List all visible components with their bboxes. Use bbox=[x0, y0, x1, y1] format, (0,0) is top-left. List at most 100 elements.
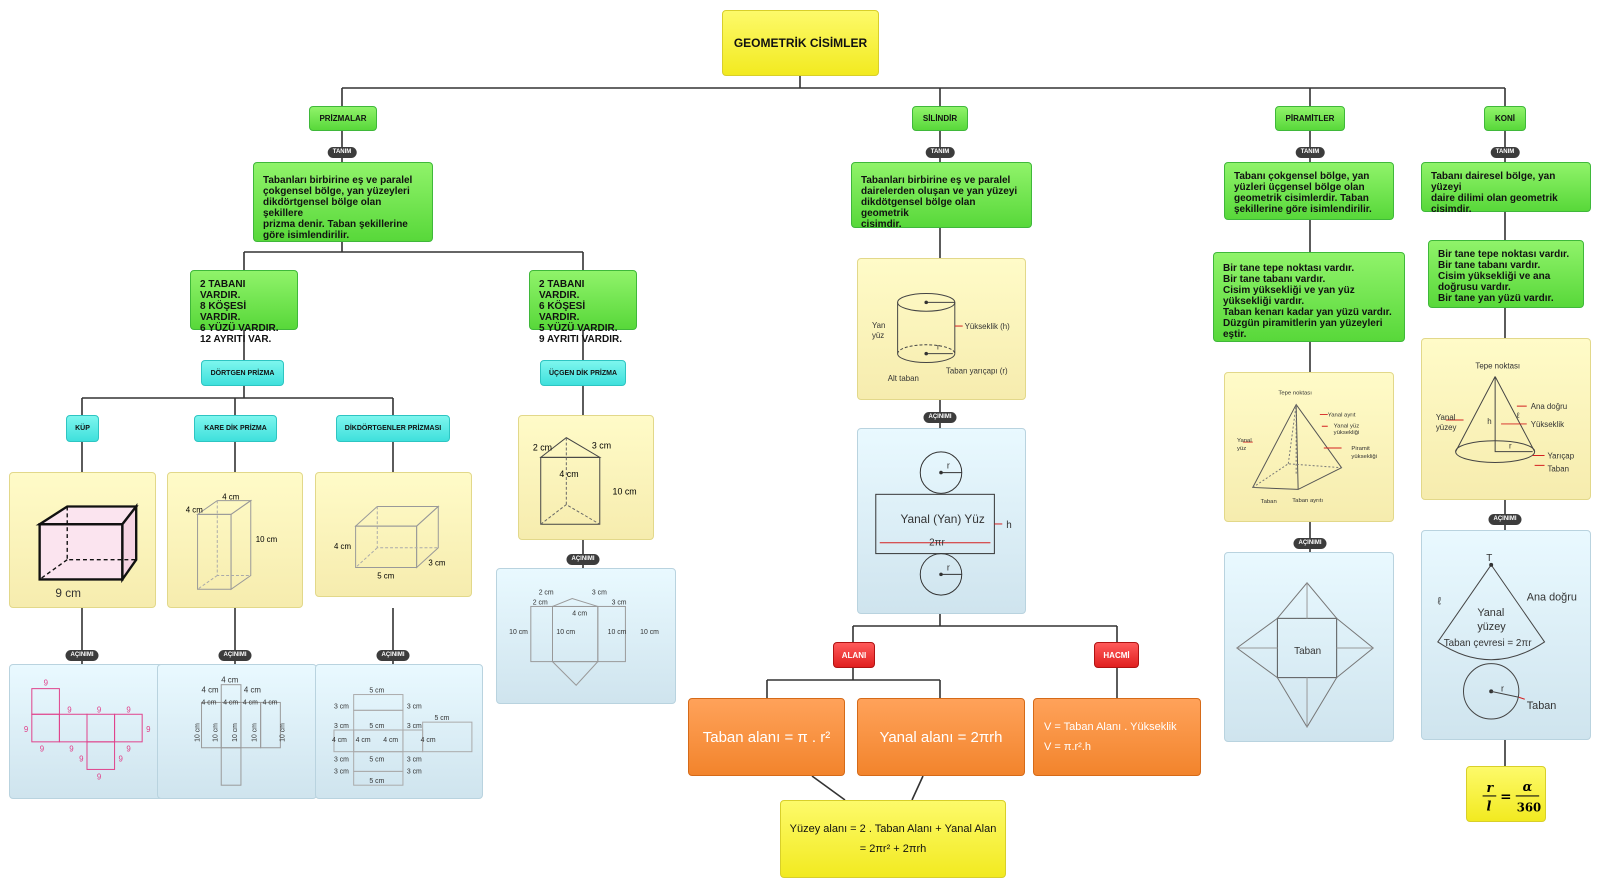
kup-net-label: 9 bbox=[126, 705, 130, 714]
koni-net-yuzey: yüzey bbox=[1477, 621, 1506, 633]
ucgen-prizma-node[interactable]: ÜÇGEN DİK PRİZMA bbox=[540, 360, 626, 386]
ratio-alpha: α bbox=[1523, 779, 1533, 794]
ucgen-net-label: 2 cm bbox=[533, 599, 548, 606]
piramitler-definition[interactable]: Tabanı çokgensel bölge, yan yüzleri üçge… bbox=[1224, 162, 1394, 220]
kup-net-label: 9 bbox=[126, 745, 130, 754]
kup-net-label: 9 bbox=[97, 772, 101, 781]
kare-net-top: 4 cm bbox=[221, 676, 239, 685]
dik-net-label: 5 cm bbox=[369, 688, 384, 695]
definition-line: prizma denir. Taban şekillerine bbox=[263, 219, 408, 230]
tanim-tag-piramitler: TANIM bbox=[1295, 147, 1325, 158]
kup-node[interactable]: KÜP bbox=[66, 415, 99, 442]
svg-text:=: = bbox=[1500, 789, 1511, 805]
dik-net-label: 5 cm bbox=[369, 778, 384, 785]
koni-net-t: T bbox=[1486, 553, 1492, 564]
branch-piramitler[interactable]: PİRAMİTLER bbox=[1275, 106, 1345, 131]
property-line: Bir tane tepe noktası vardır. bbox=[1438, 249, 1570, 260]
kup-net-label: 9 bbox=[67, 705, 71, 714]
ucgen-net-label: 4 cm bbox=[572, 610, 587, 617]
hacmi-label: HACMİ bbox=[1103, 650, 1130, 660]
koni-properties[interactable]: Bir tane tepe noktası vardır. Bir tane t… bbox=[1428, 240, 1584, 308]
prizmalar-definition[interactable]: Tabanları birbirine eş ve paralel çokgen… bbox=[253, 162, 433, 242]
koni-definition[interactable]: Tabanı dairesel bölge, yan yüzeyi daire … bbox=[1421, 162, 1591, 215]
ucgen-c-label: 4 cm bbox=[559, 469, 578, 479]
dik-net-label: 4 cm bbox=[421, 737, 436, 744]
branch-koni-label: KONİ bbox=[1495, 114, 1515, 123]
silindir-yuz: yüz bbox=[872, 331, 884, 340]
yanal-alani-node[interactable]: Yanal alanı = 2πrh bbox=[857, 698, 1025, 776]
dik-c-label: 3 cm bbox=[428, 558, 445, 567]
definition-line: yüzleri üçgensel bölge olan bbox=[1234, 182, 1365, 193]
taban-alani-node[interactable]: Taban alanı = π . r² bbox=[688, 698, 845, 776]
ucgen-net-label: 3 cm bbox=[592, 590, 607, 597]
property-line: Cisim yüksekliği ve ana bbox=[1438, 271, 1551, 282]
piramit-piramit-yuk: yüksekliği bbox=[1351, 454, 1377, 460]
alani-node[interactable]: ALANI bbox=[833, 642, 875, 668]
silindir-yan: Yan bbox=[872, 321, 885, 330]
ucgen-net-label: 3 cm bbox=[612, 599, 627, 606]
kup-net-label: 9 bbox=[146, 725, 150, 734]
dik-net-label: 3 cm bbox=[334, 703, 349, 710]
branch-prizmalar[interactable]: PRİZMALAR bbox=[309, 106, 377, 131]
ratio-l: l bbox=[1487, 799, 1492, 814]
kup-net-label: 9 bbox=[97, 705, 101, 714]
property-line: 8 KÖŞESİ VARDIR. bbox=[200, 301, 247, 323]
kare-dik-node[interactable]: KARE DİK PRİZMA bbox=[194, 415, 277, 442]
hacim-node[interactable]: V = Taban Alanı . Yükseklik V = π.r².h bbox=[1033, 698, 1201, 776]
kup-net-label: 9 bbox=[40, 745, 44, 754]
silindir-definition[interactable]: Tabanları birbirine eş ve paralel dairel… bbox=[851, 162, 1032, 230]
kare-b-label: 4 cm bbox=[222, 493, 240, 502]
piramit-net-taban: Taban bbox=[1294, 646, 1321, 657]
definition-line: dikdötgensel bölge olan geometrik bbox=[861, 197, 976, 219]
root-node[interactable]: GEOMETRİK CİSİMLER bbox=[722, 10, 879, 76]
ucgen-properties[interactable]: 2 TABANI VARDIR. 6 KÖŞESİ VARDIR. 5 YÜZÜ… bbox=[529, 270, 637, 345]
kare-net-h: 10 cm bbox=[252, 723, 259, 742]
ucgen-net-label: 10 cm bbox=[556, 629, 575, 636]
piramit-net: Taban bbox=[1224, 552, 1394, 742]
koni-net-l: ℓ bbox=[1438, 595, 1442, 607]
kare-net-h: 10 cm bbox=[195, 723, 202, 742]
piramit-taban: Taban bbox=[1261, 499, 1277, 505]
property-line: Bir tane tabanı vardır. bbox=[1223, 274, 1326, 285]
silindir-net: r Yanal (Yan) Yüz h 2πr r bbox=[857, 428, 1026, 614]
dortgen-properties[interactable]: 2 TABANI VARDIR. 8 KÖŞESİ VARDIR. 6 YÜZÜ… bbox=[190, 270, 298, 345]
silindir-net-yanal: Yanal (Yan) Yüz bbox=[900, 512, 984, 526]
kare-dik-figure: 4 cm 4 cm 10 cm bbox=[167, 472, 303, 608]
silindir-yukseklik: Yükseklik (h) bbox=[965, 322, 1010, 331]
piramit-properties[interactable]: Bir tane tepe noktası vardır. Bir tane t… bbox=[1213, 252, 1405, 342]
dortgen-prizma-node[interactable]: DÖRTGEN PRİZMA bbox=[201, 360, 284, 386]
acinimi-tag-ucgen: AÇINIMI bbox=[566, 554, 600, 565]
koni-yaricap: Yarıçap bbox=[1547, 452, 1574, 461]
silindir-net-h: h bbox=[1006, 520, 1012, 531]
dik-net-label: 3 cm bbox=[334, 723, 349, 730]
dikdortgenler-net: 5 cm 3 cm 3 cm 5 cm 5 cm 3 cm 3 cm 4 cm … bbox=[315, 664, 483, 799]
ucgen-net-label: 10 cm bbox=[509, 629, 528, 636]
dortgen-prizma-label: DÖRTGEN PRİZMA bbox=[210, 369, 275, 377]
koni-l: ℓ bbox=[1516, 411, 1520, 420]
branch-silindir[interactable]: SİLİNDİR bbox=[912, 106, 968, 131]
koni-net-ana: Ana doğru bbox=[1527, 591, 1577, 603]
koni-yanal: Yanal bbox=[1436, 413, 1456, 422]
hacmi-node[interactable]: HACMİ bbox=[1094, 642, 1139, 668]
ucgen-net-label: 10 cm bbox=[640, 629, 659, 636]
hacim-line-2: V = π.r².h bbox=[1044, 741, 1092, 753]
branch-piramitler-label: PİRAMİTLER bbox=[1285, 114, 1335, 123]
dik-net-label: 3 cm bbox=[334, 768, 349, 775]
piramit-tepe: Tepe noktası bbox=[1278, 391, 1312, 397]
koni-ratio-node[interactable]: r l = α 360 bbox=[1466, 766, 1546, 822]
tanim-tag-prizmalar: TANIM bbox=[327, 147, 357, 158]
branch-koni[interactable]: KONİ bbox=[1484, 106, 1526, 131]
kup-edge-label: 9 cm bbox=[55, 586, 81, 600]
koni-taban: Taban bbox=[1547, 464, 1569, 473]
dik-net-label: 5 cm bbox=[369, 723, 384, 730]
koni-net-r: r bbox=[1501, 683, 1504, 693]
ratio-d: 360 bbox=[1517, 801, 1541, 815]
property-line: doğrusu vardır. bbox=[1438, 282, 1511, 293]
acinimi-tag-koni: AÇINIMI bbox=[1488, 514, 1522, 525]
definition-line: Tabanları birbirine eş ve paralel bbox=[861, 175, 1011, 186]
kup-net-label: 9 bbox=[69, 745, 73, 754]
ucgen-prizma-figure: 2 cm 3 cm 4 cm 10 cm bbox=[518, 415, 654, 540]
acinimi-tag-dik: AÇINIMI bbox=[376, 650, 410, 661]
dikdortgenler-node[interactable]: DİKDÖRTGENLER PRİZMASI bbox=[336, 415, 450, 442]
yuzey-alani-node[interactable]: Yüzey alanı = 2 . Taban Alanı + Yanal Al… bbox=[780, 800, 1006, 878]
